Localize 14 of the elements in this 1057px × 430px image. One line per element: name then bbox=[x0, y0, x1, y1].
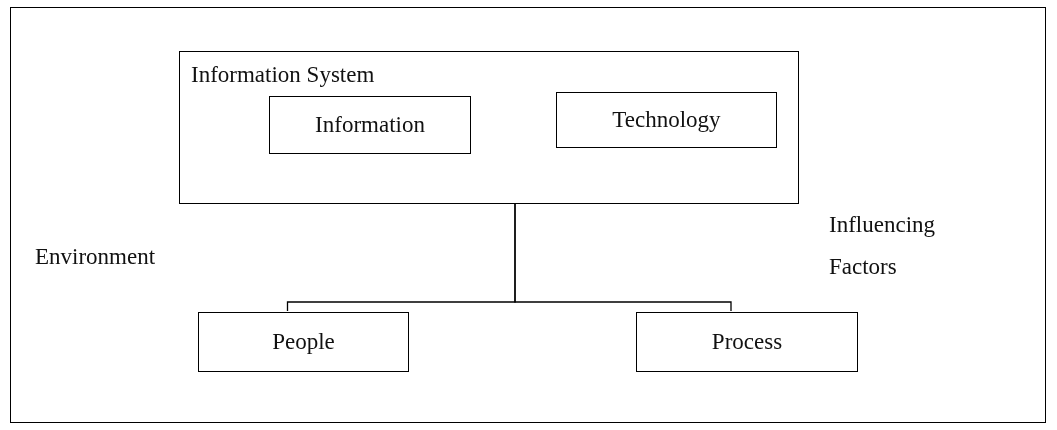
connector-line bbox=[514, 202, 732, 312]
box-label: People bbox=[271, 328, 336, 357]
environment-label: Environment bbox=[35, 243, 156, 271]
environment-box bbox=[10, 7, 1046, 423]
box-label: Process bbox=[710, 328, 784, 357]
box-title: Information System bbox=[191, 61, 375, 89]
process-box bbox=[636, 312, 858, 372]
factors-label: Influencing Factors bbox=[829, 211, 936, 281]
process-box bbox=[556, 92, 777, 148]
process-box bbox=[269, 96, 471, 154]
box-label: Technology bbox=[611, 106, 722, 135]
process-box bbox=[198, 312, 409, 372]
box-label: Information bbox=[314, 111, 426, 140]
system-box bbox=[179, 51, 799, 204]
